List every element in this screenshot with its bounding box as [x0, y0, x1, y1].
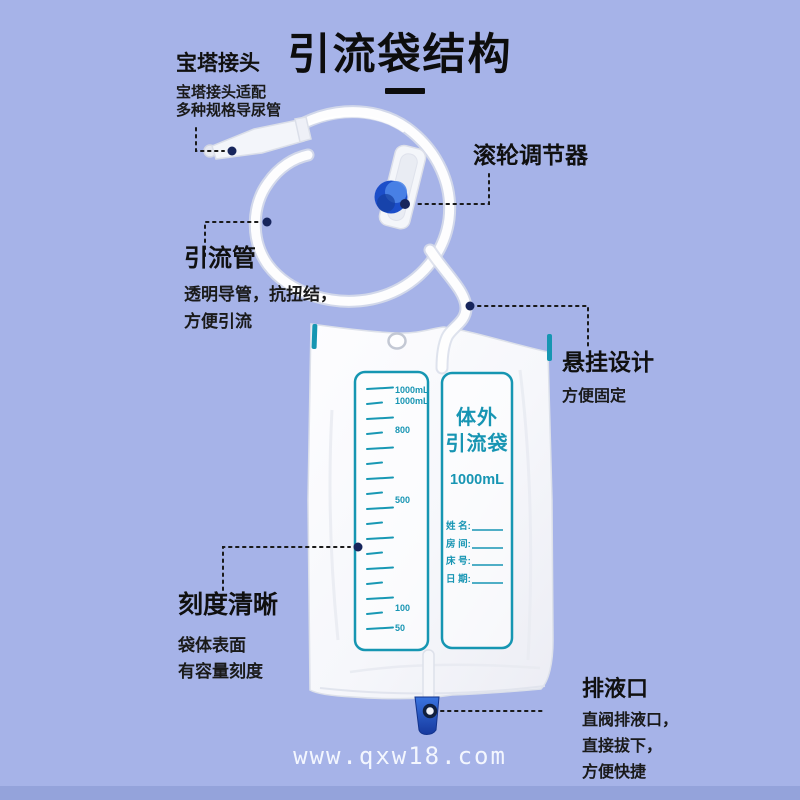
- hang-slot-left: [311, 324, 318, 350]
- annotation-title: 引流管: [184, 245, 256, 272]
- scale-ticks: [366, 386, 394, 630]
- annotation-clear-scale: 刻度清晰 袋体表面 有容量刻度: [178, 591, 279, 685]
- field-bed-label: 床 号:: [446, 555, 471, 567]
- leader-scale: [222, 546, 351, 591]
- annotation-title: 排液口: [582, 676, 649, 701]
- annotation-hanging-design: 悬挂设计 方便固定: [562, 349, 654, 406]
- leader-hanger: [477, 305, 589, 349]
- bag-label-line2: 引流袋: [446, 431, 509, 455]
- annotation-pagoda-connector: 宝塔接头 宝塔接头适配 多种规格导尿管: [176, 52, 281, 120]
- scale-label: 50: [395, 623, 405, 633]
- scale-label: 800: [395, 425, 410, 435]
- field-room-label: 房 间:: [446, 538, 471, 550]
- field-date-label: 日 期:: [446, 573, 471, 585]
- scale-label: 500: [395, 495, 410, 505]
- annotation-drainage-tube: 引流管 透明导管，抗扭结， 方便引流: [184, 245, 337, 335]
- info-panel: 体外 引流袋 1000mL 姓 名: 房 间: 床 号: 日 期:: [440, 371, 514, 650]
- bag-capacity: 1000mL: [450, 472, 504, 488]
- bag-label-line1: 体外: [456, 405, 498, 429]
- leader-pagoda: [195, 127, 225, 152]
- annotation-desc: 宝塔接头适配 多种规格导尿管: [176, 84, 282, 120]
- hang-hole: [387, 332, 407, 350]
- annotation-title: 滚轮调节器: [473, 142, 588, 168]
- annotation-title: 悬挂设计: [562, 349, 654, 375]
- scale-label: 100: [395, 603, 410, 613]
- leader-dot-pagoda: [227, 146, 237, 156]
- annotation-desc: 袋体表面 有容量刻度: [178, 635, 263, 681]
- annotation-desc: 方便固定: [562, 388, 627, 406]
- drainage-tube: [226, 105, 473, 375]
- watermark: www.qxw18.com: [293, 742, 507, 770]
- annotation-title: 宝塔接头: [176, 52, 260, 75]
- page-title: 引流袋结构: [287, 31, 513, 79]
- annotation-roller-adjuster: 滚轮调节器: [473, 142, 588, 168]
- annotation-title: 刻度清晰: [178, 591, 279, 619]
- leader-dot-scale: [353, 542, 363, 552]
- hang-slot-right: [547, 334, 552, 361]
- leader-roller: [413, 173, 490, 205]
- roller-wheel: [374, 180, 408, 214]
- scale-label: 1000mL: [395, 396, 429, 406]
- leader-tube: [204, 221, 261, 257]
- annotation-drain-outlet: 排液口 直阀排液口， 直接拔下， 方便快捷: [582, 676, 679, 786]
- bottom-strip: [0, 786, 800, 800]
- leader-dot-roller: [400, 199, 410, 209]
- annotation-desc: 直阀排液口， 直接拔下， 方便快捷: [582, 712, 679, 782]
- leader-dot-hanger: [465, 301, 475, 311]
- scale-panel: 1000mL 1000mL 800 500 100 50: [353, 370, 430, 652]
- annotation-desc: 透明导管，抗扭结， 方便引流: [184, 285, 337, 332]
- leader-ring-outlet: [422, 703, 438, 719]
- leader-dot-tube: [262, 217, 272, 227]
- scale-label: 1000mL: [395, 385, 429, 395]
- title-underline: [385, 88, 425, 94]
- field-name-label: 姓 名:: [445, 520, 471, 532]
